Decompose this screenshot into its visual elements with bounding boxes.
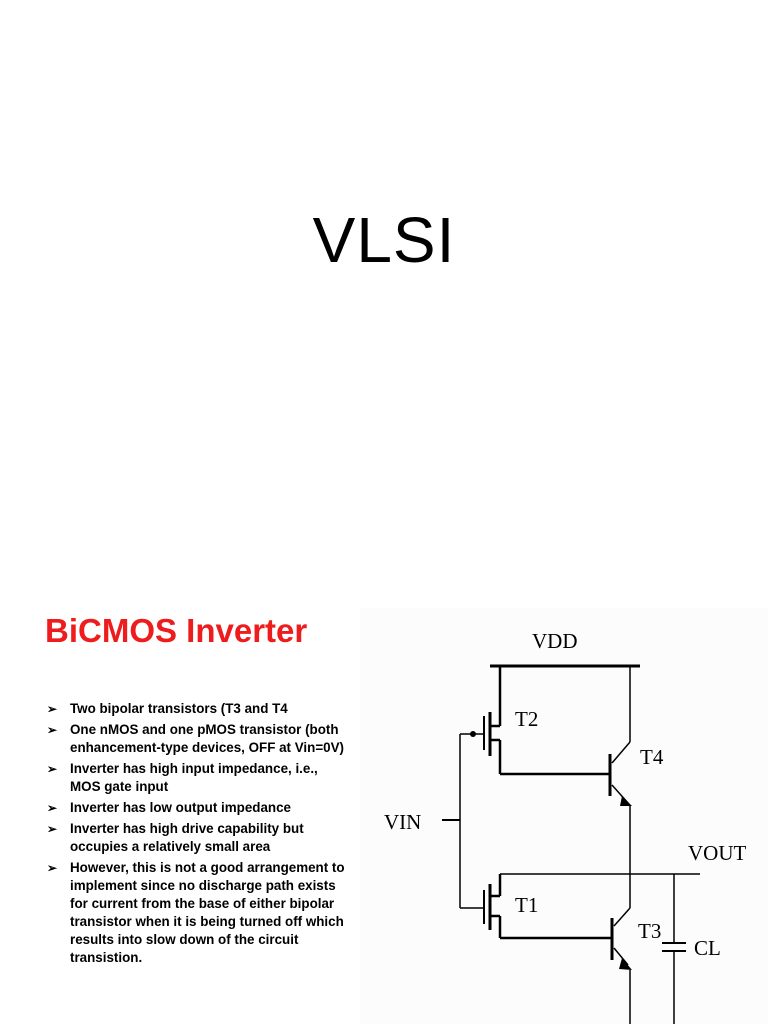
bullet-item: ➢ Two bipolar transistors (T3 and T4 <box>45 700 345 718</box>
t3-emitter-arrow <box>619 958 632 970</box>
bullet-text: Inverter has low output impedance <box>70 800 291 815</box>
vdd-label: VDD <box>532 629 578 653</box>
bullet-item: ➢ Inverter has high drive capability but … <box>45 820 345 856</box>
bullet-text: Two bipolar transistors (T3 and T4 <box>70 701 288 716</box>
arrow-bullet-icon: ➢ <box>47 762 58 776</box>
bullet-item: ➢ However, this is not a good arrangement… <box>45 859 345 967</box>
bullet-list: ➢ Two bipolar transistors (T3 and T4 ➢ One… <box>45 700 345 970</box>
arrow-bullet-icon: ➢ <box>47 702 58 716</box>
vout-label: VOUT <box>688 841 746 865</box>
bullet-text: One nMOS and one pMOS transistor (both e… <box>70 722 344 755</box>
t1-label: T1 <box>515 893 538 917</box>
t4-collector <box>611 741 631 764</box>
bullet-item: ➢ One nMOS and one pMOS transistor (both … <box>45 721 345 757</box>
t2-label: T2 <box>515 707 538 731</box>
vin-label: VIN <box>384 810 421 834</box>
t2-gate-dot <box>470 731 476 737</box>
bicmos-slide: BiCMOS Inverter ➢ Two bipolar transistors… <box>0 590 768 1024</box>
bullet-item: ➢ Inverter has low output impedance <box>45 799 345 817</box>
t4-label: T4 <box>640 745 664 769</box>
arrow-bullet-icon: ➢ <box>47 822 58 836</box>
bullet-text: However, this is not a good arrangement … <box>70 860 345 965</box>
t3-emitter <box>613 947 629 966</box>
arrow-bullet-icon: ➢ <box>47 861 58 875</box>
bicmos-circuit-diagram: VDD T2 T4 VIN VOUT T1 T3 CL <box>360 608 768 1024</box>
t3-label: T3 <box>638 919 661 943</box>
title-slide: VLSI <box>312 204 456 276</box>
arrow-bullet-icon: ➢ <box>47 801 58 815</box>
page-title: VLSI <box>312 204 456 276</box>
bullet-text: Inverter has high input impedance, i.e.,… <box>70 761 318 794</box>
t4-emitter-arrow <box>620 796 632 806</box>
t3-collector <box>613 907 631 927</box>
bullet-item: ➢ Inverter has high input impedance, i.e… <box>45 760 345 796</box>
slide-heading: BiCMOS Inverter <box>45 612 308 649</box>
cl-label: CL <box>694 936 721 960</box>
bullet-text: Inverter has high drive capability but o… <box>70 821 304 854</box>
arrow-bullet-icon: ➢ <box>47 723 58 737</box>
circuit-schematic: VDD T2 T4 VIN VOUT T1 T3 CL <box>384 629 746 1024</box>
